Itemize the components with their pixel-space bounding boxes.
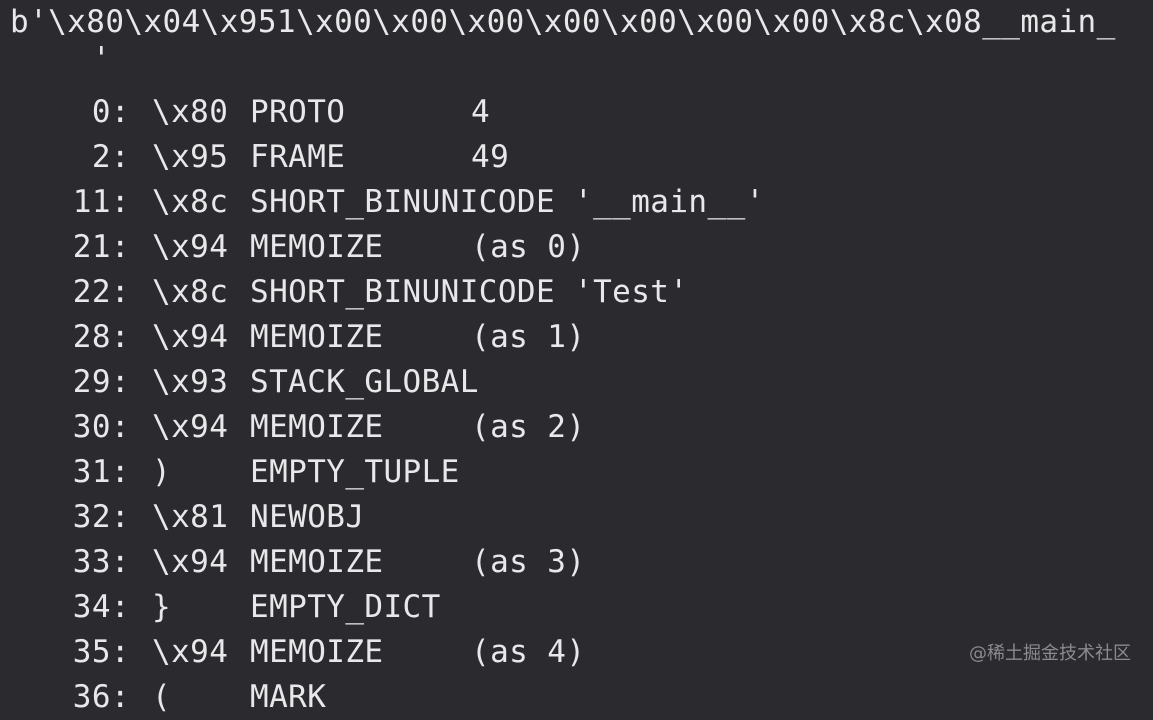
opcode-argument: 49	[471, 139, 510, 175]
byte-offset: 21:	[72, 229, 130, 265]
byte-offset: 30:	[72, 409, 130, 445]
opcode-byte: \x8c	[152, 184, 229, 220]
opcode-byte: \x94	[152, 409, 229, 445]
opcode-byte: \x95	[152, 139, 229, 175]
opcode-byte: \x94	[152, 229, 229, 265]
opcode-name: SHORT_BINUNICODE	[250, 184, 556, 220]
opcode-argument: (as 2)	[471, 409, 586, 445]
byte-offset: 28:	[72, 319, 130, 355]
byte-offset: 29:	[72, 364, 130, 400]
byte-offset: 31:	[72, 454, 130, 490]
byte-offset: 35:	[72, 634, 130, 670]
opcode-argument: (as 0)	[471, 229, 586, 265]
opcode-name: MEMOIZE	[250, 409, 384, 445]
opcode-byte: \x8c	[152, 274, 229, 310]
opcode-argument: 'Test'	[574, 274, 689, 310]
byte-offset: 2:	[91, 139, 130, 175]
opcode-byte: \x94	[152, 319, 229, 355]
opcode-name: STACK_GLOBAL	[250, 364, 479, 400]
opcode-byte: \x93	[152, 364, 229, 400]
opcode-byte: }	[152, 589, 172, 625]
opcode-name: MARK	[250, 679, 327, 715]
opcode-byte: \x94	[152, 544, 229, 580]
opcode-name: EMPTY_DICT	[250, 589, 441, 625]
opcode-argument: (as 1)	[471, 319, 586, 355]
opcode-name: PROTO	[250, 94, 346, 130]
terminal-output: b'\x80\x04\x951\x00\x00\x00\x00\x00\x00\…	[10, 4, 1131, 715]
byte-offset: 36:	[72, 679, 130, 715]
byte-offset: 11:	[72, 184, 130, 220]
opcode-byte: \x94	[152, 634, 229, 670]
byte-offset: 22:	[72, 274, 130, 310]
byte-offset: 33:	[72, 544, 130, 580]
pickle-bytes-header: b'\x80\x04\x951\x00\x00\x00\x00\x00\x00\…	[10, 4, 1116, 40]
opcode-argument: '__main__'	[574, 184, 765, 220]
byte-offset: 32:	[72, 499, 130, 535]
opcode-byte: \x81	[152, 499, 229, 535]
watermark: @稀土掘金技术社区	[969, 643, 1131, 664]
opcode-argument: (as 3)	[471, 544, 586, 580]
byte-offset: 34:	[72, 589, 130, 625]
opcode-name: NEWOBJ	[250, 499, 365, 535]
opcode-name: MEMOIZE	[250, 544, 384, 580]
opcode-name: MEMOIZE	[250, 634, 384, 670]
opcode-name: MEMOIZE	[250, 319, 384, 355]
closing-quote: '	[92, 41, 112, 77]
byte-offset: 0:	[91, 94, 130, 130]
opcode-name: SHORT_BINUNICODE	[250, 274, 556, 310]
opcode-byte: \x80	[152, 94, 229, 130]
opcode-name: FRAME	[250, 139, 346, 175]
opcode-argument: (as 4)	[471, 634, 586, 670]
opcode-name: MEMOIZE	[250, 229, 384, 265]
opcode-byte: (	[152, 679, 172, 715]
opcode-byte: )	[152, 454, 172, 490]
opcode-name: EMPTY_TUPLE	[250, 454, 460, 490]
opcode-argument: 4	[471, 94, 491, 130]
